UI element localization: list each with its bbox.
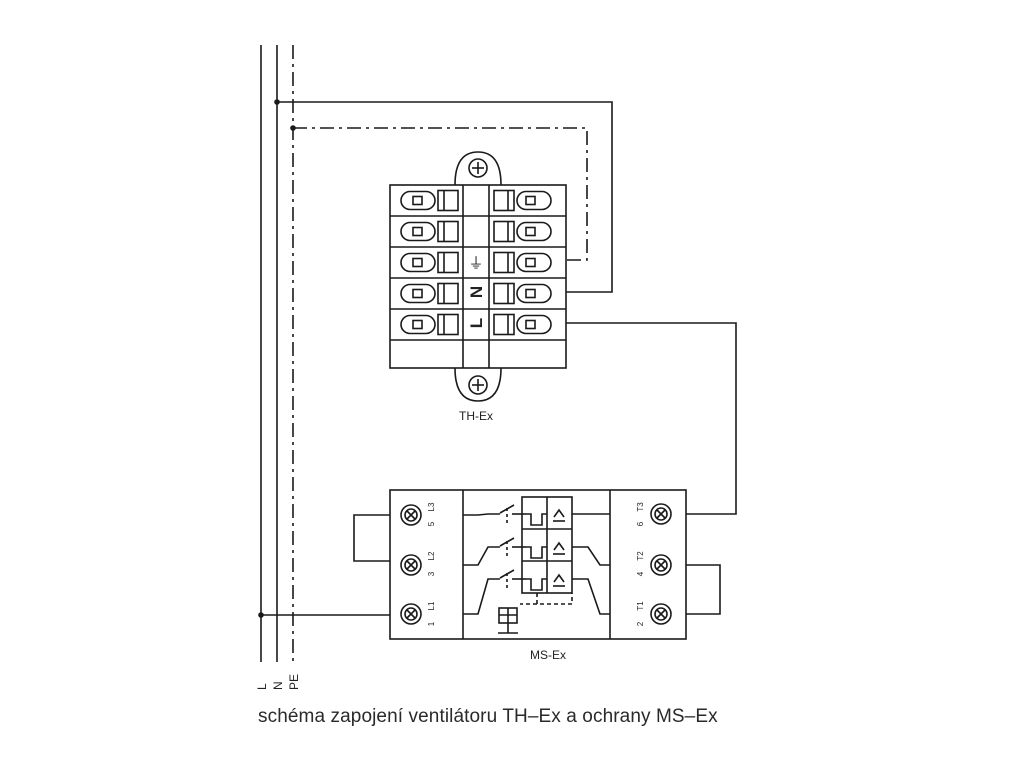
thex-right-screw [516,190,552,211]
wire-pe [293,127,588,261]
msex-screw-icon [400,554,422,576]
msex-screw-icon [650,503,672,525]
thex-right-clamp [493,251,515,274]
msex-screw-icon [650,603,672,625]
thex-left-screw [400,283,436,304]
msex-block [353,489,721,640]
thex-terminal-block [389,151,567,402]
thex-left-screw-head [412,226,423,237]
thex-left-screw [400,314,436,335]
bus-label-pe: PE [287,674,301,690]
msex-phase-input [463,578,500,615]
bridge-right [686,564,721,615]
thex-top-lug [454,151,502,186]
thex-left-clamp [437,251,459,274]
msex-terminal-2-num: 2 [636,621,645,626]
msex-screw-icon [400,603,422,625]
msex-screw-icon [650,554,672,576]
thex-left-screw [400,221,436,242]
thex-left-clamp [437,220,459,243]
thex-right-clamp [493,189,515,212]
wire-thex-to-t3 [548,322,737,515]
thex-left-screw-head [412,195,423,206]
msex-terminal-t1-code: T1 [636,601,645,611]
thex-right-clamp [493,282,515,305]
thex-left-screw [400,252,436,273]
bridge-left [353,514,390,562]
msex-phase-output [572,546,610,566]
msex-terminal-l1-code: L1 [427,601,436,610]
thex-right-screw [516,314,552,335]
thex-right-screw-head [525,195,536,206]
thex-left-clamp [437,313,459,336]
thex-left-clamp [437,282,459,305]
thex-right-screw [516,283,552,304]
msex-thermal-element [526,578,547,591]
msex-terminal-3-num: 3 [427,571,436,576]
thex-symbol-l: L [467,318,486,328]
thex-left-clamp [437,189,459,212]
msex-terminal-t3-code: T3 [636,502,645,512]
msex-phase-input [463,546,500,566]
msex-phase-contacts [463,504,610,615]
msex-terminal-l2-code: L2 [427,551,436,560]
msex-terminal-6-num: 6 [636,521,645,526]
msex-terminal-4-num: 4 [636,571,645,576]
msex-terminal-l3-code: L3 [427,502,436,511]
msex-screws [400,503,672,625]
thex-terminal-cells [400,189,552,336]
thex-right-screw [516,221,552,242]
msex-terminal-1-num: 1 [427,621,436,626]
thex-right-screw [516,252,552,273]
msex-phase-output [572,578,610,615]
thex-bottom-screw-icon [468,375,488,395]
msex-label: MS-Ex [530,648,566,662]
msex-terminal-t2-code: T2 [636,551,645,561]
thex-left-screw-head [412,257,423,268]
thex-symbol-n: N [467,286,486,298]
msex-body [389,489,687,640]
thex-left-screw [400,190,436,211]
thex-right-screw-head [525,319,536,330]
thex-bottom-lug [454,367,502,402]
msex-screw-icon [400,504,422,526]
thex-right-screw-head [525,226,536,237]
trip-link-dashed [536,593,573,605]
thex-right-screw-head [525,288,536,299]
thex-left-screw-head [412,319,423,330]
thex-left-screw-head [412,288,423,299]
thex-top-screw-icon [468,158,488,178]
bus-label-n: N [271,681,285,690]
wire-n [277,101,613,293]
diagram-caption: schéma zapojení ventilátoru TH–Ex a ochr… [258,706,718,727]
bus-label-l: L [255,683,269,690]
thex-label: TH-Ex [459,409,493,423]
thex-right-clamp [493,313,515,336]
msex-thermal-element [526,546,547,559]
thex-right-clamp [493,220,515,243]
thex-right-screw-head [525,257,536,268]
msex-phase-input [463,513,500,516]
thex-symbol-earth: ⏚ [468,255,483,272]
msex-terminal-5-num: 5 [427,521,436,526]
msex-thermal-element [526,513,547,526]
